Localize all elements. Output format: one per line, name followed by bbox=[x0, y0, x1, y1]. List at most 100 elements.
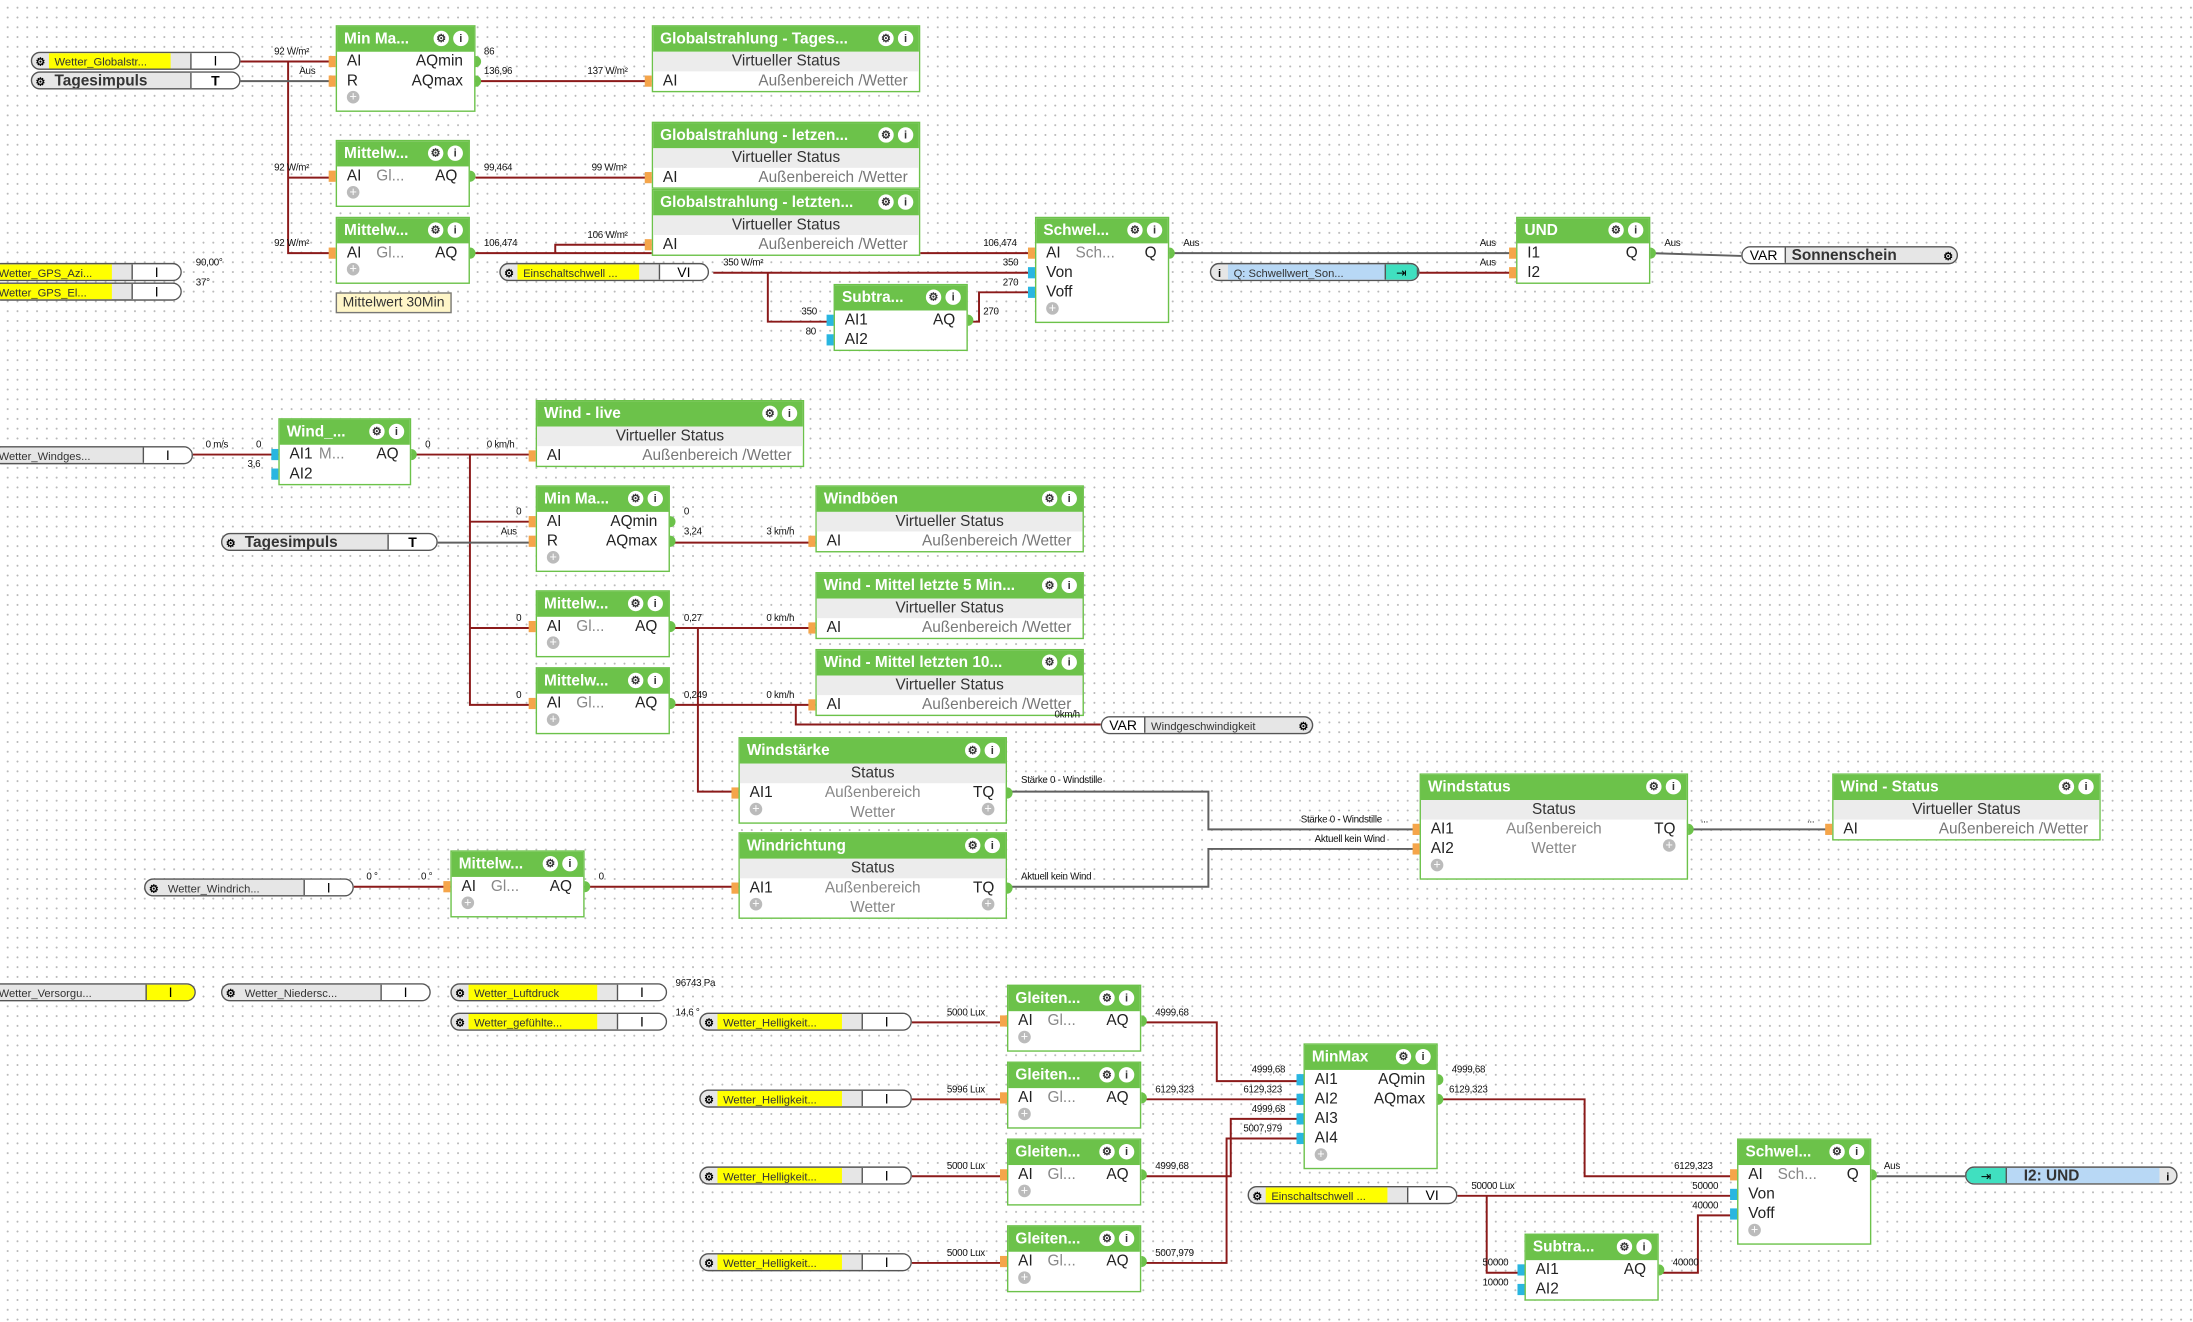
block-header[interactable]: Mittelw...⚙i bbox=[337, 141, 468, 166]
gear-icon[interactable]: ⚙ bbox=[628, 491, 643, 506]
gear-icon[interactable]: ⚙ bbox=[878, 194, 893, 209]
add-input-icon[interactable]: + bbox=[547, 713, 560, 726]
block-header[interactable]: Gleiten...⚙i bbox=[1008, 1140, 1139, 1165]
block-ref-wetter-windges[interactable]: Wetter_Windges...I bbox=[0, 446, 193, 464]
gear-icon[interactable]: ⚙ bbox=[628, 596, 643, 611]
gear-icon[interactable]: ⚙ bbox=[1617, 1239, 1632, 1254]
gear-icon[interactable]: ⚙ bbox=[452, 1014, 469, 1029]
gear-icon[interactable]: ⚙ bbox=[1608, 222, 1623, 237]
info-icon[interactable]: i bbox=[945, 290, 960, 305]
input-pin[interactable] bbox=[1297, 1133, 1304, 1144]
block-header[interactable]: Globalstrahlung - letzten...⚙i bbox=[653, 190, 919, 215]
info-icon[interactable]: i bbox=[448, 222, 463, 237]
info-icon[interactable]: i bbox=[648, 673, 663, 688]
block-header[interactable]: Gleiten...⚙i bbox=[1008, 1227, 1139, 1252]
block-header[interactable]: Schwel...⚙i bbox=[1738, 1140, 1869, 1165]
info-icon[interactable]: i bbox=[1062, 491, 1077, 506]
gear-icon[interactable]: ⚙ bbox=[428, 222, 443, 237]
block-ref-wetter-helligkeit[interactable]: ⚙Wetter_Helligkeit...I bbox=[699, 1166, 912, 1184]
connection-wire[interactable] bbox=[698, 628, 739, 792]
add-input-icon[interactable]: + bbox=[1018, 1271, 1031, 1284]
info-icon[interactable]: i bbox=[648, 491, 663, 506]
input-pin[interactable] bbox=[1517, 1264, 1524, 1275]
input-pin[interactable] bbox=[1825, 824, 1832, 835]
block-ref-einschaltschwell[interactable]: ⚙Einschaltschwell ...VI bbox=[1248, 1186, 1458, 1204]
gear-icon[interactable]: ⚙ bbox=[1646, 779, 1661, 794]
info-icon[interactable]: i bbox=[1628, 222, 1643, 237]
gear-icon[interactable]: ⚙ bbox=[1396, 1049, 1411, 1064]
info-icon[interactable]: i bbox=[1119, 1231, 1134, 1246]
gear-icon[interactable]: ⚙ bbox=[1829, 1144, 1844, 1159]
block-header[interactable]: Gleiten...⚙i bbox=[1008, 1063, 1139, 1088]
input-pin[interactable] bbox=[808, 699, 815, 710]
info-icon[interactable]: i bbox=[1119, 1144, 1134, 1159]
block-header[interactable]: Mittelw...⚙i bbox=[537, 669, 668, 694]
block-ref-wetter-windrich[interactable]: ⚙Wetter_Windrich...I bbox=[144, 878, 354, 896]
gear-icon[interactable]: ⚙ bbox=[501, 264, 518, 279]
block-header[interactable]: Min Ma...⚙i bbox=[537, 487, 668, 512]
gear-icon[interactable]: ⚙ bbox=[1099, 1067, 1114, 1082]
gear-icon[interactable]: ⚙ bbox=[543, 856, 558, 871]
input-pin[interactable] bbox=[529, 516, 536, 527]
input-pin[interactable] bbox=[1297, 1113, 1304, 1124]
block-header[interactable]: Wind_...⚙i bbox=[280, 420, 410, 445]
block-header[interactable]: Gleiten...⚙i bbox=[1008, 986, 1139, 1011]
gear-icon[interactable]: ⚙ bbox=[926, 290, 941, 305]
block-header[interactable]: Windstärke⚙i bbox=[740, 738, 1006, 763]
gear-icon[interactable]: ⚙ bbox=[1099, 1144, 1114, 1159]
add-output-icon[interactable]: + bbox=[982, 898, 995, 911]
add-input-icon[interactable]: + bbox=[1315, 1148, 1328, 1161]
add-input-icon[interactable]: + bbox=[547, 551, 560, 564]
gear-icon[interactable]: ⚙ bbox=[1042, 491, 1057, 506]
connection-wire[interactable] bbox=[470, 455, 536, 705]
input-pin[interactable] bbox=[271, 449, 278, 460]
add-input-icon[interactable]: + bbox=[1046, 302, 1059, 315]
input-pin[interactable] bbox=[1413, 824, 1420, 835]
block-header[interactable]: Globalstrahlung - letzen...⚙i bbox=[653, 123, 919, 148]
info-icon[interactable]: i bbox=[2078, 779, 2093, 794]
info-icon[interactable]: i bbox=[1636, 1239, 1651, 1254]
input-pin[interactable] bbox=[827, 315, 834, 326]
info-icon[interactable]: i bbox=[453, 31, 468, 46]
block-ref-wetter-helligkeit[interactable]: ⚙Wetter_Helligkeit...I bbox=[699, 1253, 912, 1271]
input-pin[interactable] bbox=[329, 171, 336, 182]
gear-icon[interactable]: ⚙ bbox=[428, 145, 443, 160]
block-header[interactable]: Windrichtung⚙i bbox=[740, 834, 1006, 859]
input-pin[interactable] bbox=[271, 469, 278, 480]
gear-icon[interactable]: ⚙ bbox=[1099, 1231, 1114, 1246]
add-input-icon[interactable]: + bbox=[1431, 859, 1444, 872]
input-pin[interactable] bbox=[1730, 1169, 1737, 1180]
block-header[interactable]: Globalstrahlung - Tages...⚙i bbox=[653, 27, 919, 52]
info-icon[interactable]: i bbox=[1849, 1144, 1864, 1159]
block-header[interactable]: Min Ma...⚙i bbox=[337, 27, 474, 52]
block-ref-wetter-versorgu[interactable]: Wetter_Versorgu...I bbox=[0, 983, 196, 1001]
block-header[interactable]: Wind - Mittel letzte 5 Min...⚙i bbox=[817, 573, 1083, 598]
gear-icon[interactable]: ⚙ bbox=[965, 838, 980, 853]
add-input-icon[interactable]: + bbox=[1018, 1185, 1031, 1198]
input-pin[interactable] bbox=[1000, 1169, 1007, 1180]
gear-icon[interactable]: ⚙ bbox=[1099, 990, 1114, 1005]
block-ref-wetter-globalstr[interactable]: ⚙Wetter_Globalstr...I bbox=[31, 52, 241, 70]
info-icon[interactable]: i bbox=[1119, 990, 1134, 1005]
block-header[interactable]: Mittelw...⚙i bbox=[452, 852, 583, 877]
